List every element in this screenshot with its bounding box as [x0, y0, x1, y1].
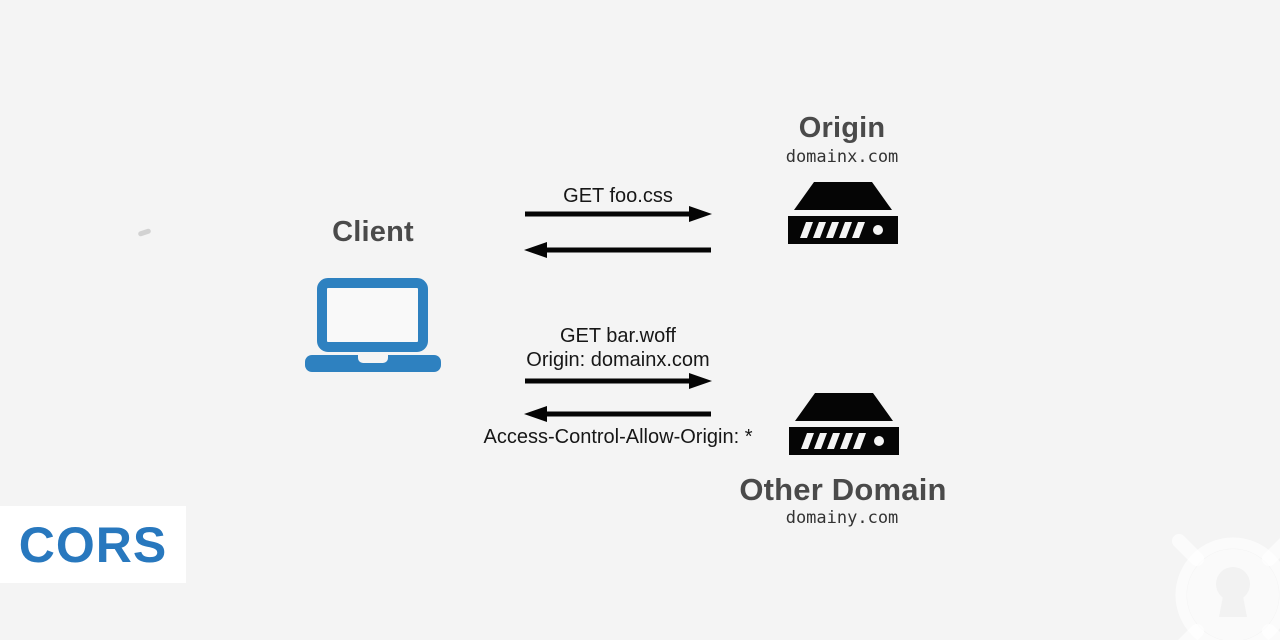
- cors-title-text: CORS: [18, 516, 168, 573]
- arrow-left-icon: [524, 406, 711, 422]
- other-domain-host: domainy.com: [785, 508, 899, 528]
- server-icon-other: [789, 393, 899, 455]
- origin-domain: domainx.com: [785, 147, 899, 167]
- request-foo-label: GET foo.css: [563, 185, 673, 207]
- acao-header-label: Access-Control-Allow-Origin: *: [483, 426, 753, 448]
- other-domain-title: Other Domain: [739, 472, 947, 507]
- request-bar-label: GET bar.woff: [560, 325, 676, 347]
- laptop-icon: [305, 278, 441, 372]
- keyhole-security-logo-watermark: [1172, 534, 1280, 640]
- client-label: Client: [332, 216, 414, 248]
- smudge-mark: [137, 228, 152, 237]
- cors-title-badge: CORS: [0, 506, 186, 583]
- origin-title: Origin: [798, 112, 886, 144]
- server-icon-origin: [788, 182, 898, 244]
- arrow-right-icon: [525, 206, 712, 222]
- arrow-right-icon: [525, 373, 712, 389]
- origin-header-label: Origin: domainx.com: [526, 349, 710, 371]
- arrow-left-icon: [524, 242, 711, 258]
